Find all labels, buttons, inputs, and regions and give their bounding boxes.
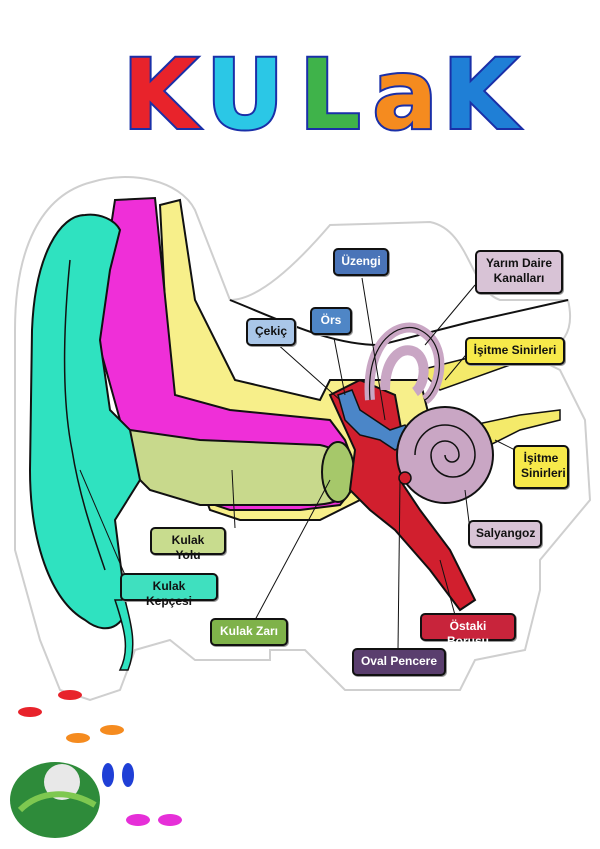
label-isitme2-line2: Sinirleri [521,466,566,480]
cochlea-spiral [414,424,476,478]
label-isitme-sinirleri-2: İşitme Sinirleri [513,445,569,489]
label-ostaki-borusu: Östaki Borusu [420,613,516,648]
title-letter: K [123,39,201,150]
outer-ear-fold [63,259,106,571]
label-salyangoz: Salyangoz [468,520,542,548]
label-kulak-kepcesi: Kulak Kepçesi [120,573,218,608]
middle-ear-cavity [328,378,477,612]
label-oval-pencere: Oval Pencere [352,648,446,676]
school-logo [10,762,100,838]
label-ors: Örs [310,307,352,335]
title-letter: U [206,39,284,150]
label-yarim-daire-kanallari: Yarım Daire Kanalları [475,250,563,294]
label-yarim-daire-line2: Kanalları [493,271,545,285]
outer-ear [28,213,142,630]
outer-ear-earlobe [113,599,134,671]
footprints-decoration [18,690,182,826]
eardrum [321,441,355,503]
label-uzengi: Üzengi [333,248,389,276]
label-kulak-zari: Kulak Zarı [210,618,288,646]
label-isitme-sinirleri-1: İşitme Sinirleri [465,337,565,365]
semicircular-canals-outline [368,326,440,401]
label-yarim-daire-line1: Yarım Daire [485,256,553,270]
oval-window [398,471,412,485]
label-kulak-yolu: Kulak Yolu [150,527,226,562]
title-letter: L [299,39,360,150]
label-isitme2-line1: İşitme [523,451,559,465]
title-letter: a [373,39,438,150]
title-letter: K [443,39,521,150]
label-cekic: Çekiç [246,318,296,346]
